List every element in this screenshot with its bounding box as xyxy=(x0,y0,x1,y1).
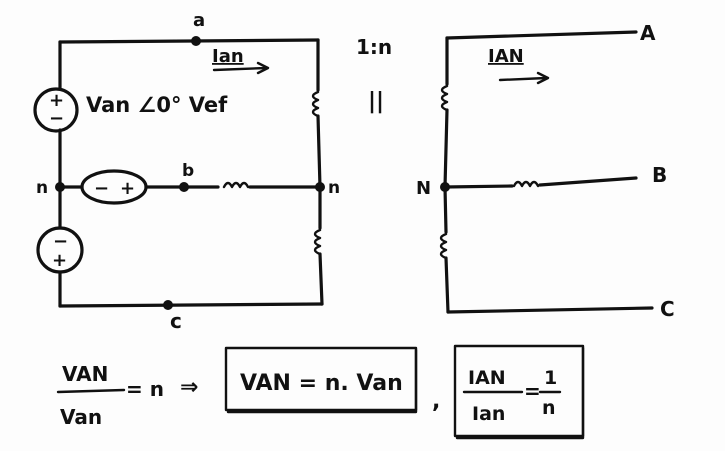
node-b-label: b xyxy=(182,161,194,181)
current-result-numerator: 1 xyxy=(544,367,557,389)
source-a-phasor-label: Van ∠0° Vef xyxy=(86,93,228,117)
source-a-circle xyxy=(33,87,79,133)
primary-circuit: + − − + − + a b c n n Van ∠0° Vef Ian xyxy=(33,10,340,333)
current-ratio-denominator: Ian xyxy=(472,403,505,425)
coil-secondary-a xyxy=(440,84,449,112)
source-c-minus: − xyxy=(53,231,68,252)
current-ian-label: Ian xyxy=(212,46,244,67)
source-c-circle xyxy=(36,226,84,274)
current-ian-arrow xyxy=(212,66,268,72)
node-n-right-dot xyxy=(315,182,325,192)
wire-C xyxy=(446,306,654,314)
ratio-result: = n xyxy=(126,377,164,401)
wire-A xyxy=(445,30,638,40)
ratio-denominator: Van xyxy=(60,405,102,429)
wire-secondary-bottom xyxy=(444,256,450,314)
voltage-result: VAN = n. Van xyxy=(240,371,403,396)
coil-secondary-b xyxy=(512,180,540,188)
node-c-label: c xyxy=(170,309,182,333)
node-n-left-label: n xyxy=(36,178,48,198)
node-n-right-label: n xyxy=(328,178,340,198)
current-IAN-arrow xyxy=(498,76,548,82)
equation-separator: , xyxy=(432,389,440,414)
current-ratio-numerator: IAN xyxy=(468,367,506,389)
ratio-fraction-bar xyxy=(56,388,126,394)
ratio-numerator: VAN xyxy=(62,362,108,386)
wire-secondary-mid1 xyxy=(443,108,449,189)
wire-N-to-B-right xyxy=(538,176,638,187)
node-N-label: N xyxy=(416,178,431,199)
coil-secondary-c xyxy=(439,232,448,260)
wire-secondary-mid2 xyxy=(443,185,448,234)
source-a-minus: − xyxy=(49,108,64,129)
source-a-plus: + xyxy=(49,90,64,111)
voltage-box-shadow xyxy=(226,348,418,414)
implies-arrow: ⇒ xyxy=(180,375,198,400)
current-equals: = xyxy=(524,379,541,403)
secondary-circuit: A B C N IAN xyxy=(416,21,675,321)
node-n-left-dot xyxy=(55,182,65,192)
wire-right-bottom xyxy=(318,252,324,306)
current-IAN-label: IAN xyxy=(488,46,524,67)
source-b-oval xyxy=(80,169,148,205)
node-A-label: A xyxy=(640,21,656,45)
current-result-denominator: n xyxy=(542,397,556,419)
turns-ratio: 1:n xyxy=(356,35,392,59)
wire-N-to-B-left xyxy=(443,184,514,189)
node-a-label: a xyxy=(193,10,205,31)
node-b-dot xyxy=(179,182,189,192)
transformer-label: 1:n || xyxy=(356,35,392,114)
core-symbol: || xyxy=(368,89,384,114)
coil-b-primary xyxy=(222,181,250,189)
wire-right-mid1 xyxy=(316,114,322,189)
current-ian-arrowhead xyxy=(256,61,270,75)
source-c-plus: + xyxy=(52,250,67,271)
node-C-label: C xyxy=(660,297,675,321)
node-N-dot xyxy=(440,182,450,192)
node-B-label: B xyxy=(652,163,667,187)
node-a-dot xyxy=(191,36,201,46)
current-IAN-arrowhead xyxy=(536,71,550,85)
coil-primary-a xyxy=(311,90,320,118)
wire-c xyxy=(58,302,324,308)
equations: VAN Van = n ⇒ VAN = n. Van , IAN Ian = 1… xyxy=(56,344,585,440)
node-c-dot xyxy=(163,300,173,310)
wire-a xyxy=(58,38,320,44)
coil-primary-c xyxy=(313,228,322,256)
current-box-shadow xyxy=(455,346,585,440)
source-b-plus: + xyxy=(120,178,135,199)
source-b-minus: − xyxy=(94,178,109,199)
